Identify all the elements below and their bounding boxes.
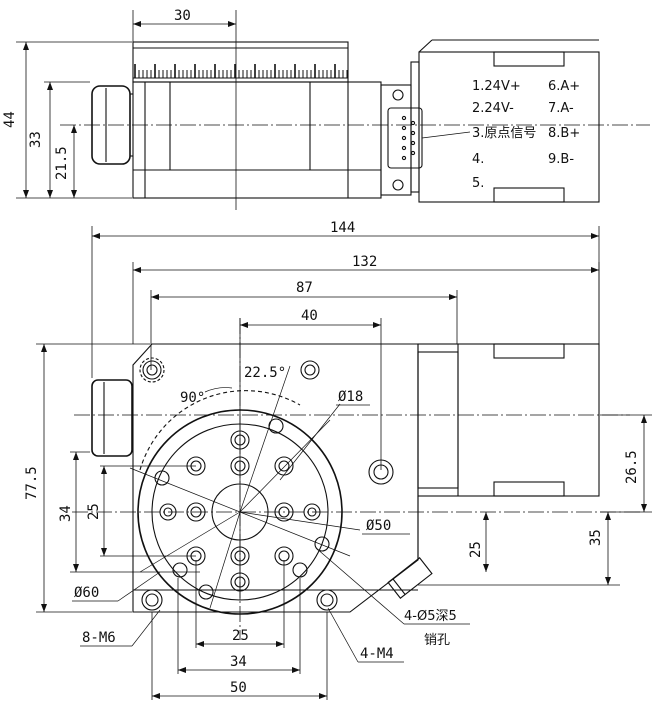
dim-50: 50 [230,680,247,696]
pin-3: 3.原点信号 [472,126,536,141]
label-8-m6: 8-M6 [82,630,116,646]
dim-144: 144 [330,220,355,236]
label-d18: Ø18 [338,389,363,405]
scale-ticks [134,64,348,78]
pin-1: 1.24V+ [472,79,521,94]
angle-90: 90° [180,390,205,406]
top-view: 30 [2,8,650,210]
label-d50: Ø50 [366,518,391,534]
dim-34-bottom: 34 [230,654,247,670]
dim-25-left: 25 [86,503,102,520]
dim-25-right: 25 [468,541,484,558]
dim-132: 132 [352,254,377,270]
dim-26-5: 26.5 [624,450,640,484]
dim-33: 33 [28,131,44,148]
label-4-m4: 4-M4 [360,646,394,662]
label-pin-holes: 4-Ø5深5 [404,609,457,624]
pin-7: 7.A- [548,101,574,116]
dim-21-5: 21.5 [54,146,70,180]
dim-87: 87 [296,280,313,296]
pin-2: 2.24V- [472,101,514,116]
pin-8: 8.B+ [548,126,580,141]
dim-34-left: 34 [58,505,74,522]
dim-25-bottom: 25 [232,628,249,644]
pin-4: 4. [472,152,484,167]
dim-35: 35 [588,529,604,546]
pin-9: 9.B- [548,152,574,167]
angle-22-5: 22.5° [244,365,286,381]
label-d60: Ø60 [74,585,99,601]
dim-40: 40 [301,308,318,324]
dim-30: 30 [174,8,191,24]
pin-5: 5. [472,176,484,191]
front-view: 144 132 87 40 [24,220,652,700]
dim-77-5: 77.5 [24,466,40,500]
dim-44: 44 [2,111,18,128]
label-pin-holes-2: 销孔 [424,633,450,648]
pin-6: 6.A+ [548,79,580,94]
